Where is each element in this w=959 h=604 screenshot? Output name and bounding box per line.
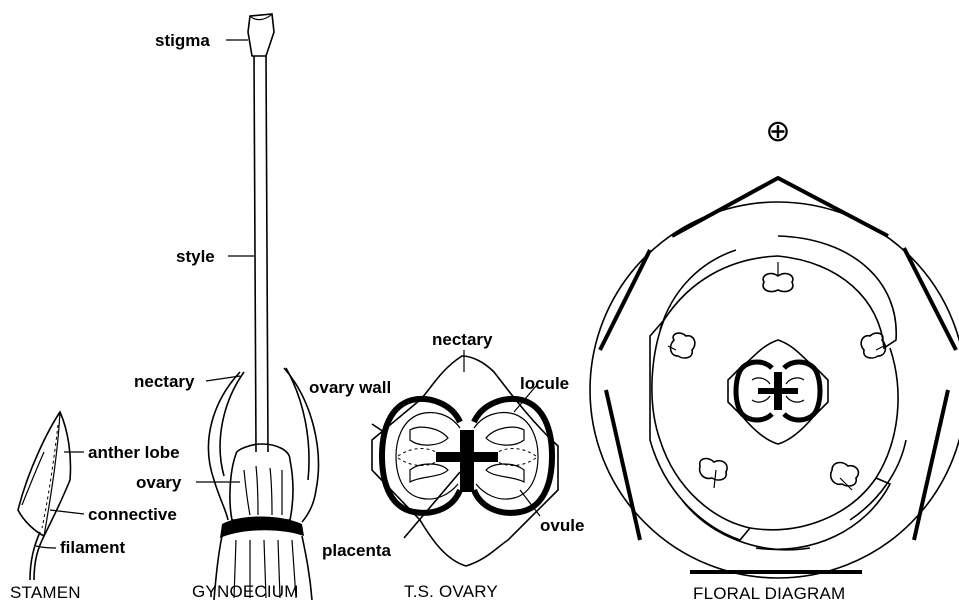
label-filament: filament xyxy=(60,538,126,557)
label-stigma: stigma xyxy=(155,31,210,50)
label-locule: locule xyxy=(520,374,569,393)
label-nectary-gynoecium: nectary xyxy=(134,372,195,391)
caption-ts-ovary: T.S. OVARY xyxy=(404,582,498,601)
gynoecium-drawing xyxy=(196,14,318,600)
caption-floral-diagram: FLORAL DIAGRAM xyxy=(693,584,845,603)
label-ovary-wall: ovary wall xyxy=(309,378,391,397)
label-ovary: ovary xyxy=(136,473,182,492)
floral-diagram-drawing xyxy=(590,178,959,578)
actinomorphic-symbol-icon: ⊕ xyxy=(765,115,790,148)
label-placenta: placenta xyxy=(322,541,392,560)
label-connective: connective xyxy=(88,505,177,524)
caption-stamen: STAMEN xyxy=(10,583,81,602)
caption-gynoecium: GYNOECIUM xyxy=(192,582,299,601)
label-style: style xyxy=(176,247,215,266)
label-nectary-ovary: nectary xyxy=(432,330,493,349)
label-anther-lobe: anther lobe xyxy=(88,443,180,462)
label-ovule: ovule xyxy=(540,516,584,535)
